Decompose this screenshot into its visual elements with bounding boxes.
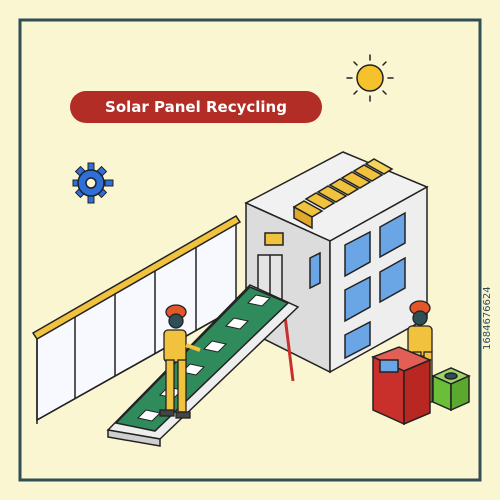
conveyor-belt (106, 284, 300, 447)
frame-border (18, 18, 482, 482)
gear-icon (72, 162, 114, 204)
building-windows (309, 211, 406, 360)
factory-building (244, 151, 429, 382)
solar-panel-fence (31, 214, 242, 424)
roof-solar-stack (292, 158, 394, 230)
title-banner: Solar Panel Recycling (70, 91, 322, 123)
control-console (371, 346, 432, 426)
stock-id: 1684676624 (482, 286, 493, 350)
banner-title: Solar Panel Recycling (105, 98, 287, 116)
green-crate (431, 367, 471, 412)
sun-icon (346, 54, 394, 102)
building-sign (264, 232, 284, 246)
worker-left (159, 304, 201, 419)
